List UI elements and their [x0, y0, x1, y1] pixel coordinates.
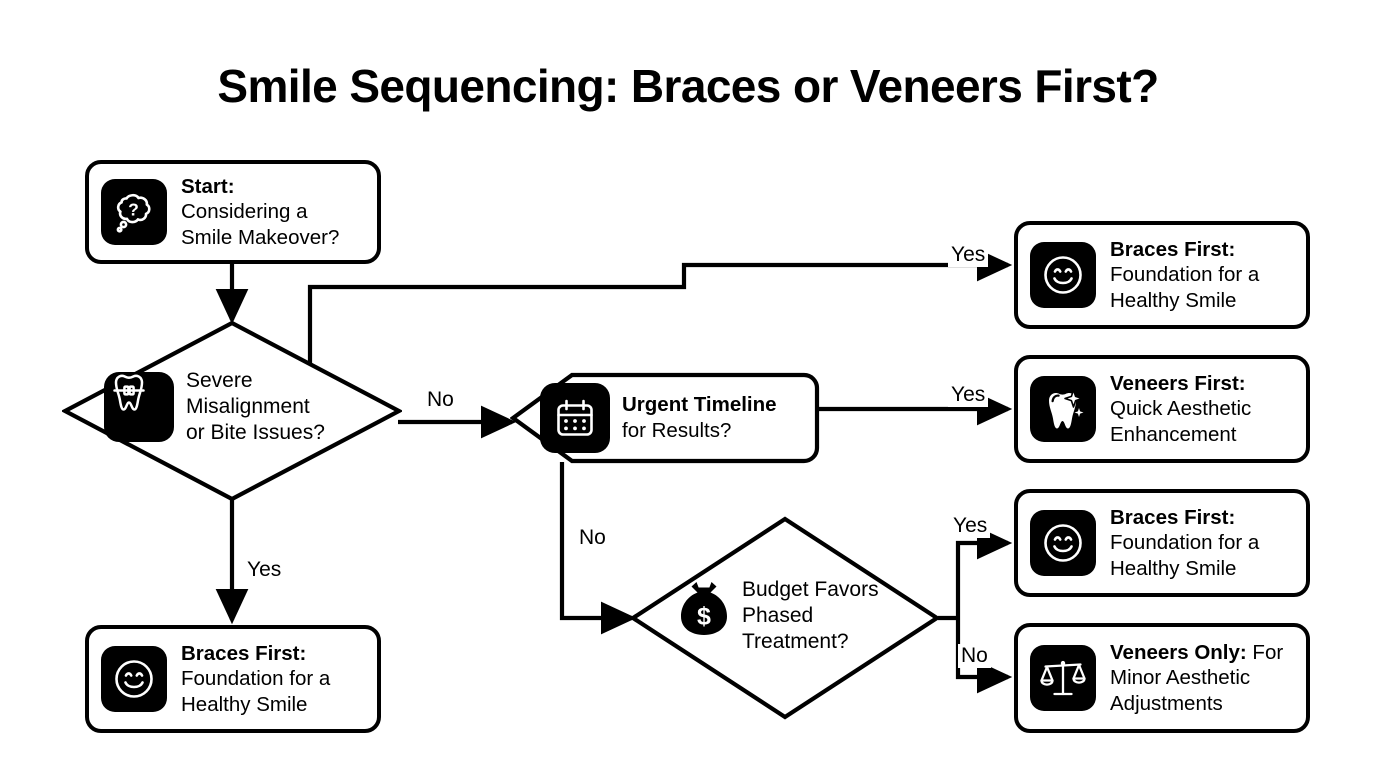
tooth-braces-icon [104, 372, 174, 442]
decision-timeline-lead: Urgent Timeline [622, 393, 777, 416]
node-outcome-braces-bottom[interactable]: Braces First: Foundation for a Healthy S… [85, 625, 381, 733]
edge-label-budget-yes: Yes [950, 514, 991, 538]
outcome-braces-top-lead: Braces First: [1110, 237, 1236, 261]
outcome-veneers-only-lead: Veneers Only: [1110, 640, 1247, 664]
smiley-face-icon [1030, 242, 1096, 308]
node-outcome-braces-mid-text: Braces First: Foundation for a Healthy S… [1110, 505, 1259, 582]
outcome-braces-mid-line3: Healthy Smile [1110, 556, 1237, 580]
decision-budget-line3: Treatment? [742, 630, 849, 653]
thought-bubble-question-icon: ? [101, 179, 167, 245]
node-decision-timeline-body: Urgent Timeline for Results? [540, 383, 777, 453]
edge-label-alignment-yes-down: Yes [244, 558, 285, 582]
edge-label-alignment-no: No [424, 388, 457, 412]
node-start-lead: Start: [181, 174, 235, 198]
decision-budget-line1: Budget Favors [742, 578, 879, 601]
node-outcome-veneers-only-text: Veneers Only: For Minor Aesthetic Adjust… [1110, 640, 1283, 717]
wire-alignment-yes-to-braces-top [307, 248, 1013, 398]
outcome-braces-mid-lead: Braces First: [1110, 505, 1236, 529]
decision-alignment-line3: or Bite Issues? [186, 421, 325, 444]
node-outcome-veneers-only[interactable]: Veneers Only: For Minor Aesthetic Adjust… [1014, 623, 1310, 733]
edge-label-timeline-yes: Yes [948, 383, 989, 407]
outcome-braces-bottom-lead: Braces First: [181, 641, 307, 665]
node-start-text: Start: Considering a Smile Makeover? [181, 174, 339, 251]
node-decision-budget-text: Budget Favors Phased Treatment? [742, 577, 879, 655]
decision-alignment-line1: Severe [186, 369, 253, 392]
node-outcome-braces-bottom-text: Braces First: Foundation for a Healthy S… [181, 641, 330, 718]
node-start[interactable]: ? Start: Considering a Smile Makeover? [85, 160, 381, 264]
calendar-icon [540, 383, 610, 453]
outcome-veneers-only-lead-tail: For [1246, 640, 1284, 664]
node-outcome-veneers-first-text: Veneers First: Quick Aesthetic Enhanceme… [1110, 371, 1251, 448]
edge-label-timeline-no: No [576, 526, 609, 550]
wire-budget-no-to-veneers-only [955, 618, 1013, 694]
outcome-veneers-first-line3: Enhancement [1110, 422, 1237, 446]
svg-text:$: $ [697, 603, 711, 631]
decision-alignment-line2: Misalignment [186, 395, 310, 418]
node-decision-alignment-text: Severe Misalignment or Bite Issues? [186, 368, 325, 446]
decision-timeline-line2: for Results? [622, 419, 732, 442]
smiley-face-icon [101, 646, 167, 712]
edge-label-budget-no: No [958, 644, 991, 668]
sparkle-tooth-icon [1030, 376, 1096, 442]
money-bag-icon: $ [676, 582, 732, 647]
node-decision-timeline-text: Urgent Timeline for Results? [622, 392, 777, 444]
node-decision-budget-body: $ Budget Favors Phased Treatment? [676, 577, 879, 655]
outcome-braces-mid-line2: Foundation for a [1110, 531, 1260, 555]
wire-budget-yes-to-braces-mid [955, 526, 1013, 618]
node-outcome-braces-top-text: Braces First: Foundation for a Healthy S… [1110, 237, 1259, 314]
wire-timeline-no-to-budget [559, 462, 637, 635]
node-outcome-veneers-first[interactable]: Veneers First: Quick Aesthetic Enhanceme… [1014, 355, 1310, 463]
outcome-braces-top-line3: Healthy Smile [1110, 288, 1237, 312]
outcome-veneers-only-line2: Minor Aesthetic [1110, 666, 1251, 690]
outcome-veneers-first-line2: Quick Aesthetic [1110, 397, 1252, 421]
smiley-face-icon [1030, 510, 1096, 576]
node-decision-budget[interactable]: $ Budget Favors Phased Treatment? [630, 516, 940, 720]
svg-text:?: ? [128, 200, 139, 220]
node-decision-alignment-body: Severe Misalignment or Bite Issues? [104, 368, 325, 446]
node-start-line3: Smile Makeover? [181, 225, 340, 249]
node-outcome-braces-mid[interactable]: Braces First: Foundation for a Healthy S… [1014, 489, 1310, 597]
outcome-braces-bottom-line3: Healthy Smile [181, 692, 308, 716]
decision-budget-line2: Phased [742, 604, 814, 627]
outcome-veneers-only-line3: Adjustments [1110, 691, 1223, 715]
outcome-braces-bottom-line2: Foundation for a [181, 667, 331, 691]
node-outcome-braces-top[interactable]: Braces First: Foundation for a Healthy S… [1014, 221, 1310, 329]
node-decision-alignment[interactable]: Severe Misalignment or Bite Issues? [62, 320, 402, 502]
edge-label-alignment-yes: Yes [948, 243, 989, 267]
page-title: Smile Sequencing: Braces or Veneers Firs… [217, 60, 1159, 112]
diamond-shape [630, 516, 940, 720]
node-start-line2: Considering a [181, 200, 308, 224]
outcome-veneers-first-lead: Veneers First: [1110, 371, 1246, 395]
node-decision-timeline[interactable]: Urgent Timeline for Results? [510, 372, 820, 464]
balance-scales-icon [1030, 645, 1096, 711]
outcome-braces-top-line2: Foundation for a [1110, 263, 1260, 287]
